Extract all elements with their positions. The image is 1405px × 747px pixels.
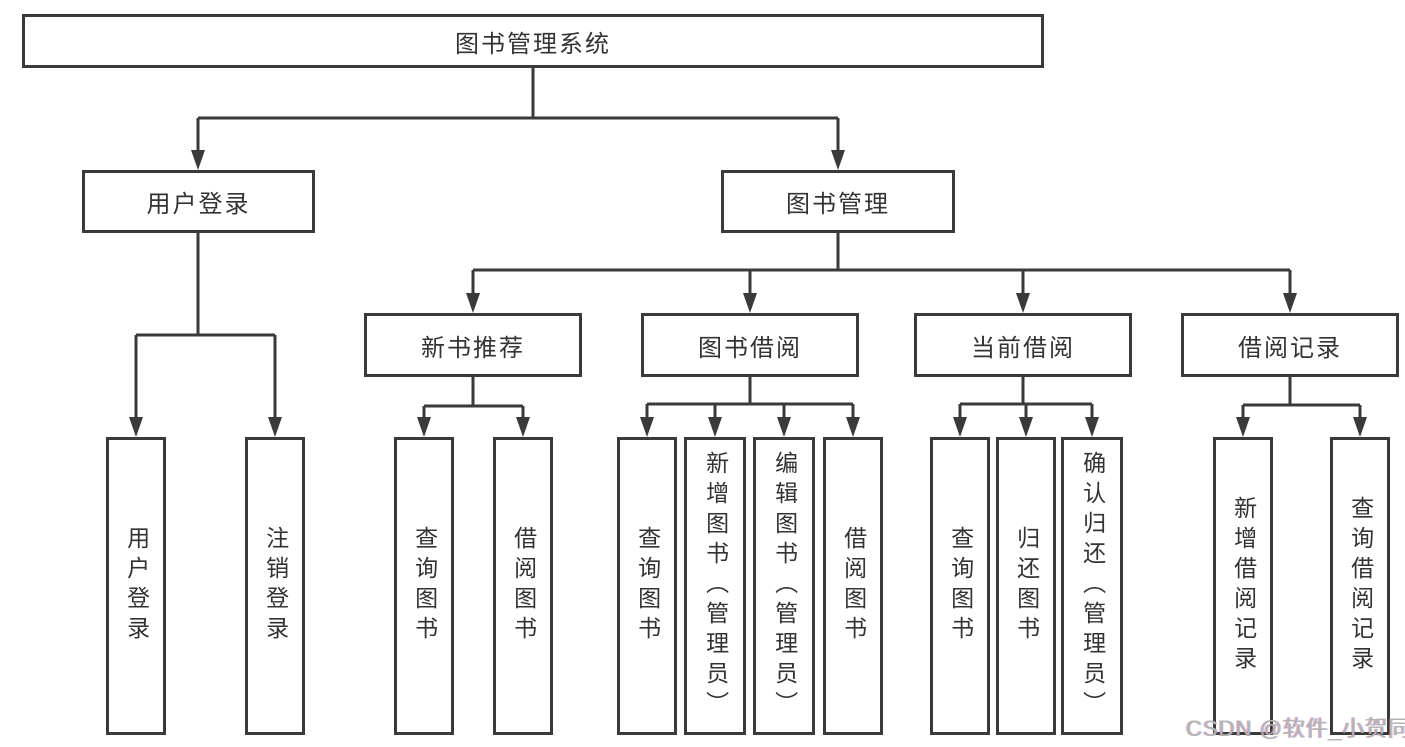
leaf-confirm-return-admin-label: 确认归还（管理员） [1079, 451, 1106, 721]
leaf-return-books: 归还图书 [996, 437, 1056, 735]
leaf-user-login-label: 用户登录 [123, 526, 150, 646]
leaf-add-borrow-record-label: 新增借阅记录 [1230, 496, 1257, 676]
leaf-confirm-return-admin: 确认归还（管理员） [1061, 437, 1123, 735]
leaf-user-login: 用户登录 [106, 437, 166, 735]
node-book-borrow-label: 图书借阅 [698, 334, 802, 362]
node-new-book-recommend-label: 新书推荐 [421, 334, 525, 362]
node-book-management-label: 图书管理 [786, 191, 890, 218]
leaf-borrow-query-books: 查询图书 [617, 437, 677, 735]
leaf-recommend-query-books-label: 查询图书 [411, 526, 438, 646]
leaf-edit-book-admin-label: 编辑图书（管理员） [771, 451, 798, 721]
leaf-return-books-label: 归还图书 [1013, 526, 1040, 646]
node-system-root: 图书管理系统 [22, 14, 1044, 68]
leaf-current-query-books-label: 查询图书 [947, 526, 974, 646]
leaf-edit-book-admin: 编辑图书（管理员） [753, 437, 815, 735]
leaf-query-borrow-record-label: 查询借阅记录 [1347, 496, 1374, 676]
node-borrow-records-label: 借阅记录 [1238, 334, 1342, 362]
leaf-current-query-books: 查询图书 [930, 437, 990, 735]
leaf-borrow-query-books-label: 查询图书 [634, 526, 661, 646]
leaf-add-book-admin-label: 新增图书（管理员） [702, 451, 729, 721]
csdn-watermark: CSDN @软件_小贺同学 [1186, 716, 1405, 741]
leaf-add-book-admin: 新增图书（管理员） [684, 437, 746, 735]
node-system-root-label: 图书管理系统 [455, 30, 611, 58]
node-borrow-records: 借阅记录 [1181, 313, 1399, 377]
leaf-recommend-borrow-books-label: 借阅图书 [510, 526, 537, 646]
leaf-recommend-borrow-books: 借阅图书 [493, 437, 553, 735]
node-book-management: 图书管理 [721, 170, 955, 233]
leaf-borrow-borrow-books: 借阅图书 [823, 437, 883, 735]
node-book-borrow: 图书借阅 [641, 313, 859, 377]
arrowheads [129, 150, 1367, 437]
node-current-borrow: 当前借阅 [914, 313, 1132, 377]
node-user-login-label: 用户登录 [146, 191, 251, 218]
leaf-query-borrow-record: 查询借阅记录 [1330, 437, 1390, 735]
leaf-borrow-borrow-books-label: 借阅图书 [840, 526, 867, 646]
leaf-recommend-query-books: 查询图书 [394, 437, 454, 735]
node-user-login: 用户登录 [82, 170, 315, 233]
leaf-add-borrow-record: 新增借阅记录 [1213, 437, 1273, 735]
node-new-book-recommend: 新书推荐 [364, 313, 582, 377]
leaf-logout: 注销登录 [245, 437, 305, 735]
leaf-logout-label: 注销登录 [262, 526, 289, 646]
node-current-borrow-label: 当前借阅 [971, 334, 1075, 362]
